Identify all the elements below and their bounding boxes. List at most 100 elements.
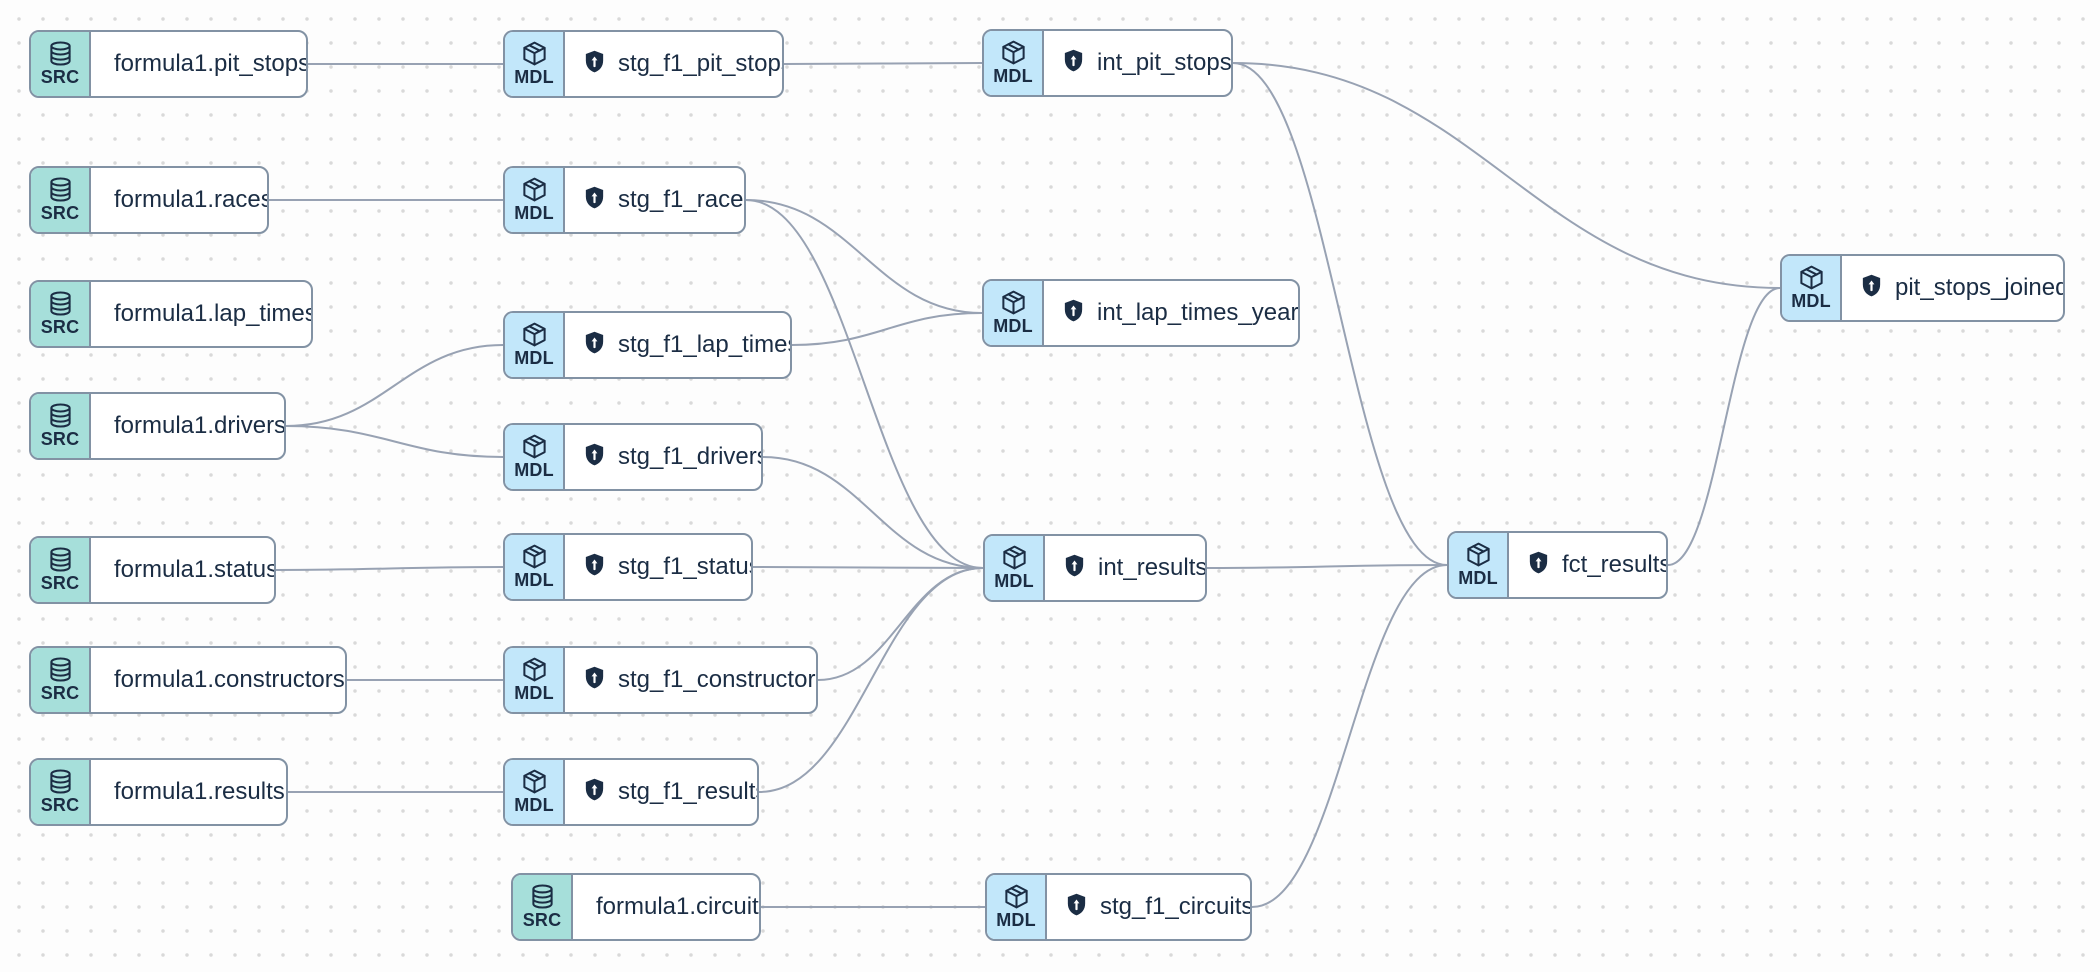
node-type-label: MDL [1791,291,1831,312]
edge-stg_results-to-int_results [758,567,984,793]
node-type-label: MDL [514,67,554,88]
cube-icon [522,41,546,66]
node-label: formula1.races [114,186,269,213]
database-icon [49,41,71,66]
node-label-area: int_results [1045,536,1205,600]
edge-int_results-to-fct_results [1206,564,1448,569]
shield-icon [1062,553,1087,583]
node-type-label: MDL [1458,568,1498,589]
cube-icon [1466,542,1490,567]
edge-stg_circuits-to-fct_results [1251,564,1448,908]
cube-icon [522,657,546,682]
model-type-badge: MDL [1782,256,1842,320]
database-icon [49,291,71,316]
node-label: stg_f1_drivers [618,443,763,470]
shield-icon [582,552,607,582]
source-type-badge: SRC [513,875,573,939]
shield-icon [582,665,607,695]
cube-icon [1004,884,1028,909]
node-label: fct_results [1562,551,1668,578]
database-icon [531,884,553,909]
edge-stg_lap_times-to-int_lap_times_years [791,312,983,346]
node-type-label: MDL [514,683,554,704]
node-label: int_results [1098,554,1207,581]
node-label: formula1.lap_times [114,300,313,327]
node-pit_stops_joined[interactable]: MDL pit_stops_joined [1780,254,2065,322]
node-formula1.results[interactable]: SRC formula1.results [29,758,288,826]
database-icon [49,547,71,572]
node-label-area: formula1.status [91,538,274,602]
source-type-badge: SRC [31,538,91,602]
cube-icon [522,322,546,347]
database-icon [49,177,71,202]
cube-icon [1001,40,1025,65]
cube-icon [1002,545,1026,570]
node-type-label: MDL [514,203,554,224]
node-label: int_pit_stops [1097,49,1232,76]
node-formula1.status[interactable]: SRC formula1.status [29,536,276,604]
node-label-area: stg_f1_results [565,760,757,824]
node-label-area: formula1.drivers [91,394,284,458]
shield-icon [582,185,607,215]
node-int_lap_times_years[interactable]: MDL int_lap_times_years [982,279,1300,347]
node-type-label: MDL [993,316,1033,337]
node-stg_f1_circuits[interactable]: MDL stg_f1_circuits [985,873,1252,941]
edge-stg_races-to-int_results [745,199,984,569]
cube-icon [522,434,546,459]
source-type-badge: SRC [31,760,91,824]
edge-stg_drivers-to-int_results [762,456,984,569]
node-stg_f1_races[interactable]: MDL stg_f1_races [503,166,746,234]
node-label-area: int_lap_times_years [1044,281,1298,345]
model-type-badge: MDL [505,760,565,824]
node-label-area: stg_f1_circuits [1047,875,1250,939]
node-label: stg_f1_races [618,186,746,213]
database-icon [49,403,71,428]
model-type-badge: MDL [984,281,1044,345]
node-type-label: MDL [996,910,1036,931]
shield-icon [582,777,607,807]
edge-src_drivers-to-stg_lap_times [285,344,504,427]
node-type-label: SRC [40,573,80,594]
node-stg_f1_lap_times[interactable]: MDL stg_f1_lap_times [503,311,792,379]
shield-icon [1526,550,1551,580]
shield-icon [582,49,607,79]
node-label-area: stg_f1_lap_times [565,313,790,377]
node-label-area: stg_f1_races [565,168,744,232]
node-label: pit_stops_joined [1895,274,2065,301]
node-label-area: formula1.circuits [573,875,759,939]
node-type-label: MDL [514,460,554,481]
model-type-badge: MDL [505,168,565,232]
edge-stg_status-to-int_results [752,566,984,569]
node-fct_results[interactable]: MDL fct_results [1447,531,1668,599]
node-label: formula1.results [114,778,285,805]
node-type-label: SRC [40,429,80,450]
shield-icon [1064,892,1089,922]
node-stg_f1_drivers[interactable]: MDL stg_f1_drivers [503,423,763,491]
node-label-area: stg_f1_status [565,535,751,599]
node-label-area: fct_results [1509,533,1666,597]
database-icon [49,657,71,682]
node-label: stg_f1_lap_times [618,331,792,358]
model-type-badge: MDL [505,313,565,377]
node-label-area: formula1.results [91,760,286,824]
node-label-area: int_pit_stops [1044,31,1231,95]
node-label-area: pit_stops_joined [1842,256,2063,320]
model-type-badge: MDL [1449,533,1509,597]
shield-icon [582,330,607,360]
node-label-area: formula1.pit_stops [91,32,306,96]
node-formula1.drivers[interactable]: SRC formula1.drivers [29,392,286,460]
source-type-badge: SRC [31,394,91,458]
node-label: stg_f1_circuits [1100,893,1252,920]
